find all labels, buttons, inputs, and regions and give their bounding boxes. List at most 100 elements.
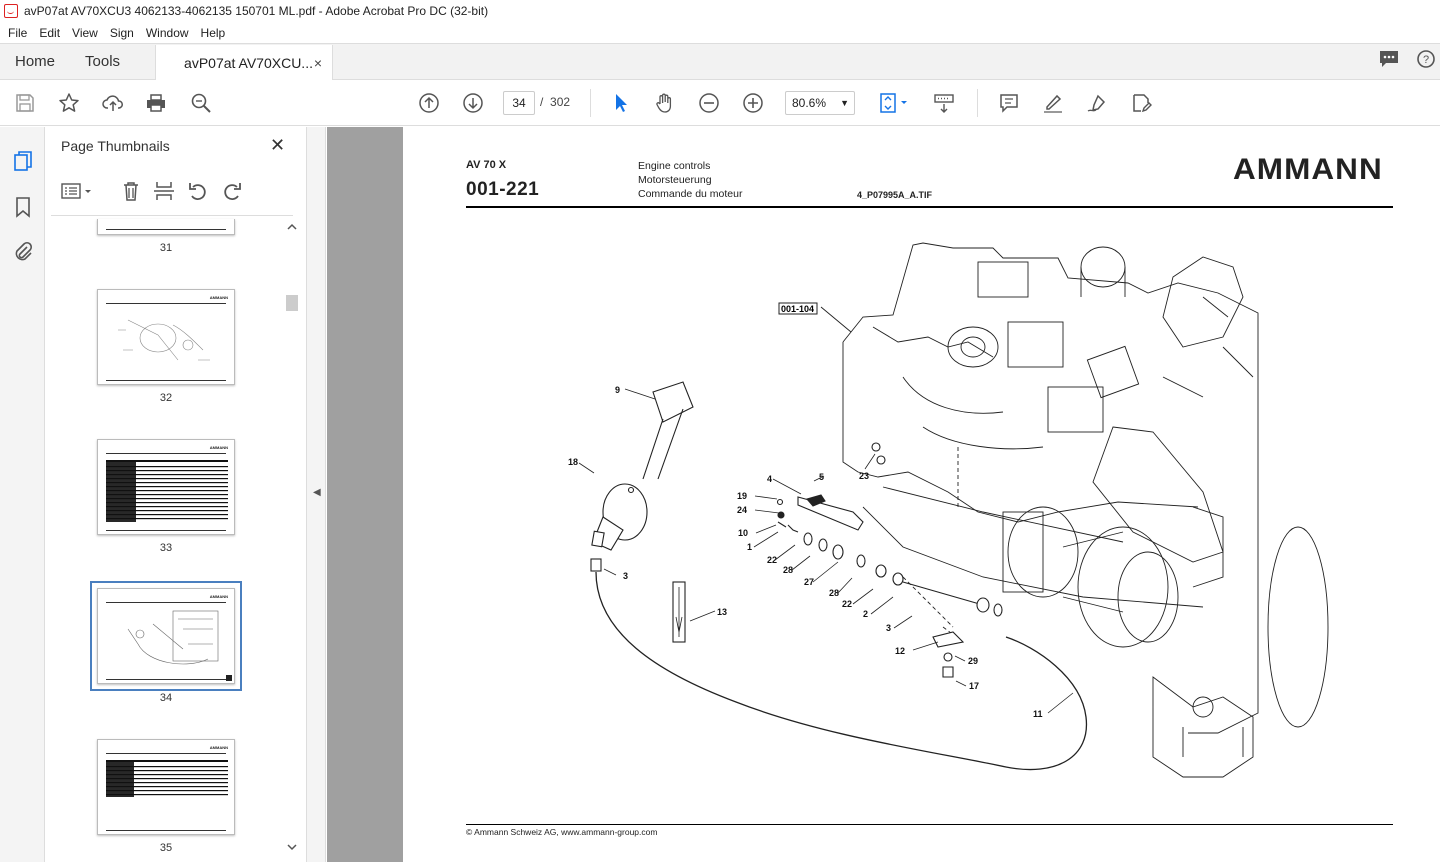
callout-12: 12 <box>895 646 905 656</box>
doc-description: Engine controls Motorsteuerung Commande … <box>638 160 743 200</box>
footer-rule <box>466 824 1393 825</box>
callout-13: 13 <box>717 607 727 617</box>
trash-icon[interactable] <box>119 179 143 203</box>
window-title: avP07at AV70XCU3 4062133-4062135 150701 … <box>24 4 489 18</box>
close-icon[interactable]: ✕ <box>270 135 286 155</box>
help-icon[interactable]: ? <box>1416 49 1436 74</box>
panel-divider <box>51 215 293 216</box>
tab-document[interactable]: avP07at AV70XCU... × <box>155 45 334 80</box>
callout-28b: 28 <box>829 588 839 598</box>
callout-24: 24 <box>737 505 747 515</box>
zoom-value: 80.6% <box>792 96 827 110</box>
upload-icon[interactable] <box>101 91 125 115</box>
tab-home[interactable]: Home <box>15 53 56 70</box>
callout-11: 11 <box>1033 709 1043 719</box>
hand-icon[interactable] <box>653 91 677 115</box>
menu-window[interactable]: Window <box>145 25 189 40</box>
menu-file[interactable]: File <box>8 25 28 40</box>
tab-close-icon[interactable]: × <box>313 54 323 71</box>
svg-text:?: ? <box>1423 54 1429 66</box>
callout-27: 27 <box>804 577 814 587</box>
thumbnail-label: 35 <box>159 842 173 854</box>
menu-view[interactable]: View <box>72 25 98 40</box>
page-number-input[interactable]: 34 <box>503 91 535 115</box>
pdf-page: AV 70 X 001-221 Engine controls Motorste… <box>403 127 1440 862</box>
acrobat-app-icon <box>4 4 18 18</box>
thumbnail-label: 34 <box>159 692 173 704</box>
callout-22b: 22 <box>842 599 852 609</box>
thumbnail-toolbar <box>60 179 300 203</box>
rotate-cw-icon[interactable] <box>220 179 244 203</box>
fit-page-chevron-icon[interactable] <box>899 91 909 115</box>
highlight-pen-icon[interactable] <box>1041 91 1065 115</box>
tab-document-label: avP07at AV70XCU... <box>184 54 313 71</box>
zoom-search-icon[interactable] <box>189 91 213 115</box>
doc-code: 001-221 <box>466 179 540 200</box>
callout-10: 10 <box>738 528 748 538</box>
header-rule <box>466 206 1393 208</box>
tab-tools[interactable]: Tools <box>85 53 121 70</box>
bookmark-icon[interactable] <box>11 195 35 219</box>
extract-pages-icon[interactable] <box>152 179 176 203</box>
callout-3b: 3 <box>886 623 891 633</box>
callout-23: 23 <box>859 471 869 481</box>
save-icon[interactable] <box>13 91 37 115</box>
fit-page-icon[interactable] <box>877 91 901 115</box>
options-menu-icon[interactable] <box>60 179 94 203</box>
main-toolbar: 34 / 302 80.6% ▼ <box>0 80 1440 126</box>
ref-box-label: 001-104 <box>781 304 814 314</box>
callout-22: 22 <box>767 555 777 565</box>
thumbnail-page[interactable]: AMMANN <box>97 739 235 835</box>
callout-9: 9 <box>615 385 620 395</box>
thumbnail-label: 32 <box>159 392 173 404</box>
toolbar-divider <box>590 89 591 117</box>
title-bar: avP07at AV70XCU3 4062133-4062135 150701 … <box>0 0 1440 22</box>
panel-splitter[interactable]: ◀ <box>306 127 326 862</box>
thumbnails-panel: Page Thumbnails ✕ 31 AMMANN <box>46 127 306 862</box>
sign-pen-icon[interactable] <box>1085 91 1109 115</box>
brand-logo: AMMANN <box>1233 153 1383 186</box>
attachment-icon[interactable] <box>11 240 35 264</box>
navigation-rail <box>0 127 45 862</box>
comment-icon[interactable] <box>1378 49 1400 74</box>
zoom-select[interactable]: 80.6% ▼ <box>785 91 855 115</box>
keyboard-scroll-icon[interactable] <box>932 91 956 115</box>
menu-bar: File Edit View Sign Window Help <box>0 22 1440 43</box>
menu-sign[interactable]: Sign <box>109 25 134 40</box>
comment-note-icon[interactable] <box>997 91 1021 115</box>
doc-footer: © Ammann Schweiz AG, www.ammann-group.co… <box>466 827 658 837</box>
thumbnail-label: 31 <box>159 242 173 254</box>
page-thumbnails-icon[interactable] <box>11 149 35 173</box>
callout-17: 17 <box>969 681 979 691</box>
star-icon[interactable] <box>57 91 81 115</box>
thumbnail-page-selected[interactable]: AMMANN <box>90 581 242 691</box>
menu-help[interactable]: Help <box>200 25 226 40</box>
thumbnail-page[interactable]: AMMANN <box>97 439 235 535</box>
collapse-arrow-icon[interactable]: ◀ <box>313 487 321 498</box>
cursor-icon[interactable] <box>609 91 633 115</box>
callout-1: 1 <box>747 542 752 552</box>
zoom-out-icon[interactable] <box>697 91 721 115</box>
callout-19: 19 <box>737 491 747 501</box>
panel-title: Page Thumbnails <box>61 138 170 154</box>
thumbnail-page[interactable]: AMMANN <box>97 289 235 385</box>
chevron-down-icon: ▼ <box>840 98 849 108</box>
callout-3: 3 <box>623 571 628 581</box>
zoom-in-icon[interactable] <box>741 91 765 115</box>
arrow-down-icon[interactable] <box>461 91 485 115</box>
toolbar-divider <box>977 89 978 117</box>
document-viewport[interactable]: AV 70 X 001-221 Engine controls Motorste… <box>327 127 1440 862</box>
exploded-parts-drawing: 001-104 9 18 3 13 4 5 19 24 10 1 22 28 2… <box>568 242 1329 778</box>
print-icon[interactable] <box>144 91 168 115</box>
rotate-ccw-icon[interactable] <box>186 179 210 203</box>
thumbnail-scrollbar[interactable] <box>284 219 300 859</box>
callout-28: 28 <box>783 565 793 575</box>
callout-18: 18 <box>568 457 578 467</box>
thumbnail-label: 33 <box>159 542 173 554</box>
menu-edit[interactable]: Edit <box>39 25 61 40</box>
thumbnail-page[interactable] <box>97 219 235 235</box>
doc-model: AV 70 X <box>466 159 507 171</box>
arrow-up-icon[interactable] <box>417 91 441 115</box>
edit-pdf-icon[interactable] <box>1129 91 1153 115</box>
scrollbar-thumb[interactable] <box>286 295 298 311</box>
